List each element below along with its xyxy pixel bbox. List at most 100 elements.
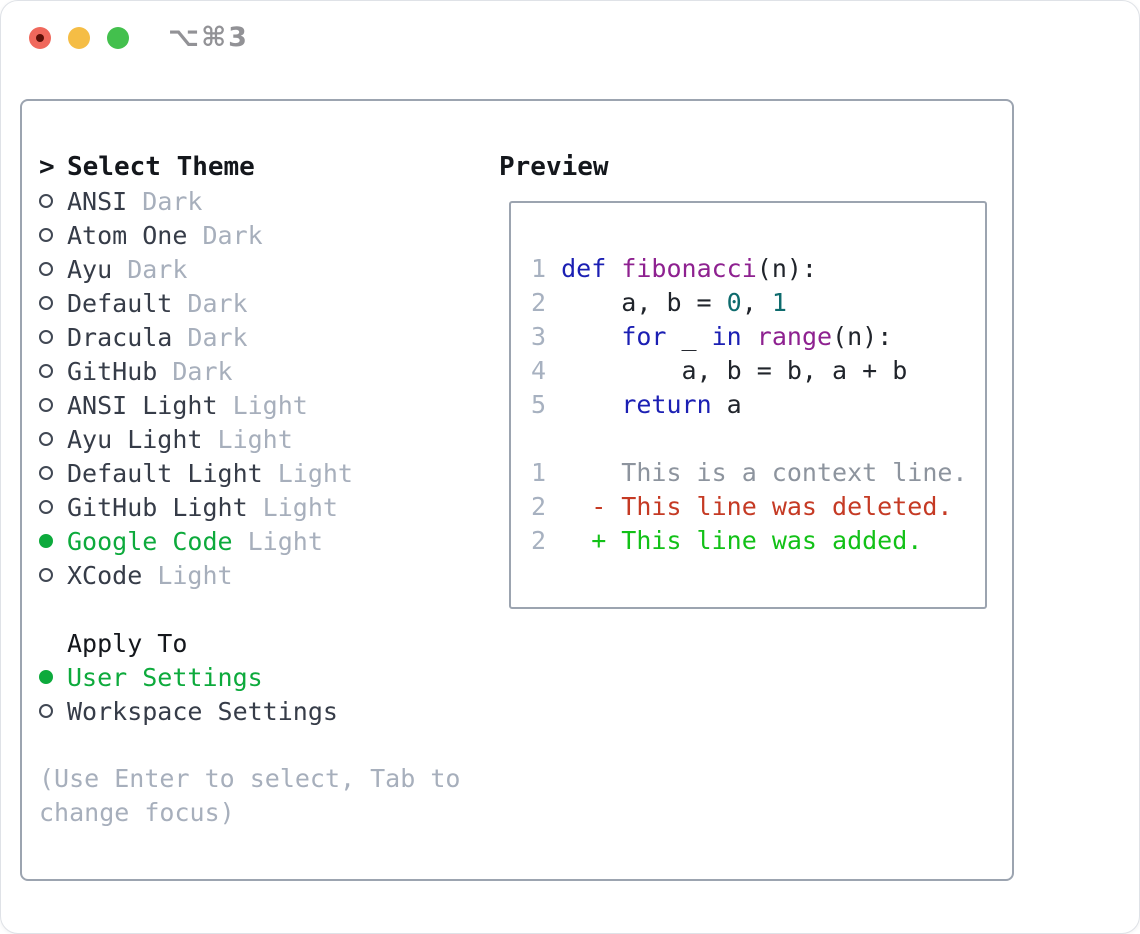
code-token: _ (666, 322, 712, 351)
line-number: 2 (531, 288, 547, 317)
preview-title: Preview (499, 152, 609, 182)
line-number: 1 (531, 254, 547, 283)
code-token (606, 254, 621, 283)
radio-icon (39, 364, 53, 378)
code-token: This is a context line. (561, 458, 968, 487)
code-token (561, 322, 621, 351)
radio-icon (39, 296, 53, 310)
line-number: 2 (531, 492, 547, 521)
radio-icon (39, 228, 53, 242)
code-token: for (621, 322, 667, 351)
theme-variant: Light (157, 560, 233, 590)
radio-icon (39, 330, 53, 344)
theme-option-ansi-light[interactable]: ANSI Light Light (39, 388, 353, 422)
line-number: 4 (531, 356, 547, 385)
theme-option-ansi[interactable]: ANSI Dark (39, 184, 353, 218)
radio-selected-icon (39, 670, 53, 684)
code-token: fibonacci (621, 254, 757, 283)
line-number: 3 (531, 322, 547, 351)
theme-option-xcode[interactable]: XCode Light (39, 558, 353, 592)
radio-icon (39, 704, 53, 718)
code-line: 1 This is a context line. (531, 456, 985, 490)
apply-option-user-settings[interactable]: User Settings (39, 660, 338, 694)
code-token (561, 390, 621, 419)
code-token: , (741, 288, 772, 317)
window-shortcut-label: ⌥⌘3 (168, 22, 249, 53)
hint-line-1: (Use Enter to select, Tab to (39, 764, 461, 793)
apply-to-title: Apply To (67, 628, 188, 658)
code-token (561, 492, 591, 521)
theme-name: Ayu (67, 254, 113, 284)
radio-icon (39, 568, 53, 582)
theme-variant: Dark (142, 186, 203, 216)
code-token: in (711, 322, 742, 351)
theme-option-ayu[interactable]: Ayu Dark (39, 252, 353, 286)
code-line: 4 a, b = b, a + b (531, 354, 985, 388)
code-token: a, b = b, a + b (561, 356, 908, 385)
theme-name: Dracula (67, 322, 173, 352)
theme-variant: Light (262, 492, 338, 522)
line-number: 2 (531, 526, 547, 555)
theme-variant: Light (277, 458, 353, 488)
code-line (531, 422, 985, 456)
line-number: 5 (531, 390, 547, 419)
code-line: 3 for _ in range(n): (531, 320, 985, 354)
radio-icon (39, 194, 53, 208)
theme-name: Default (67, 288, 173, 318)
select-theme-title: Select Theme (67, 152, 255, 182)
main-panel (20, 99, 1014, 881)
code-line: 5 return a (531, 388, 985, 422)
theme-name: ANSI Light (67, 390, 218, 420)
line-number: 1 (531, 458, 547, 487)
code-token: 0 (726, 288, 742, 317)
hint-line-2: change focus) (39, 798, 235, 827)
maximize-button[interactable] (107, 27, 129, 49)
hint-text: (Use Enter to select, Tab to change focu… (39, 762, 460, 830)
code-token: a (711, 390, 742, 419)
code-token: (n): (756, 254, 817, 283)
apply-option-label: User Settings (67, 662, 263, 692)
code-token: + This line was added. (591, 526, 923, 555)
theme-variant: Light (247, 526, 323, 556)
theme-name: XCode (67, 560, 143, 590)
theme-variant: Dark (172, 356, 233, 386)
theme-option-google-code[interactable]: Google Code Light (39, 524, 353, 558)
radio-icon (39, 262, 53, 276)
radio-icon (39, 466, 53, 480)
code-token (742, 322, 757, 351)
theme-option-dracula[interactable]: Dracula Dark (39, 320, 353, 354)
apply-option-label: Workspace Settings (67, 696, 338, 726)
theme-variant: Light (217, 424, 293, 454)
minimize-button[interactable] (68, 27, 90, 49)
radio-icon (39, 500, 53, 514)
apply-option-workspace-settings[interactable]: Workspace Settings (39, 694, 338, 728)
code-line: 2 a, b = 0, 1 (531, 286, 985, 320)
theme-name: ANSI (67, 186, 128, 216)
theme-variant: Light (232, 390, 308, 420)
code-token: return (621, 390, 712, 419)
theme-name: Atom One (67, 220, 188, 250)
theme-name: GitHub Light (67, 492, 248, 522)
radio-icon (39, 432, 53, 446)
theme-variant: Dark (127, 254, 188, 284)
radio-icon (39, 398, 53, 412)
code-line: 2 + This line was added. (531, 524, 985, 558)
theme-name: Google Code (67, 526, 233, 556)
code-line: 2 - This line was deleted. (531, 490, 985, 524)
theme-variant: Dark (187, 322, 248, 352)
code-token (561, 526, 591, 555)
radio-selected-icon (39, 534, 53, 548)
code-token: a, b = (561, 288, 727, 317)
theme-option-github-light[interactable]: GitHub Light Light (39, 490, 353, 524)
close-button[interactable] (29, 27, 51, 49)
code-token: (n): (832, 322, 893, 351)
